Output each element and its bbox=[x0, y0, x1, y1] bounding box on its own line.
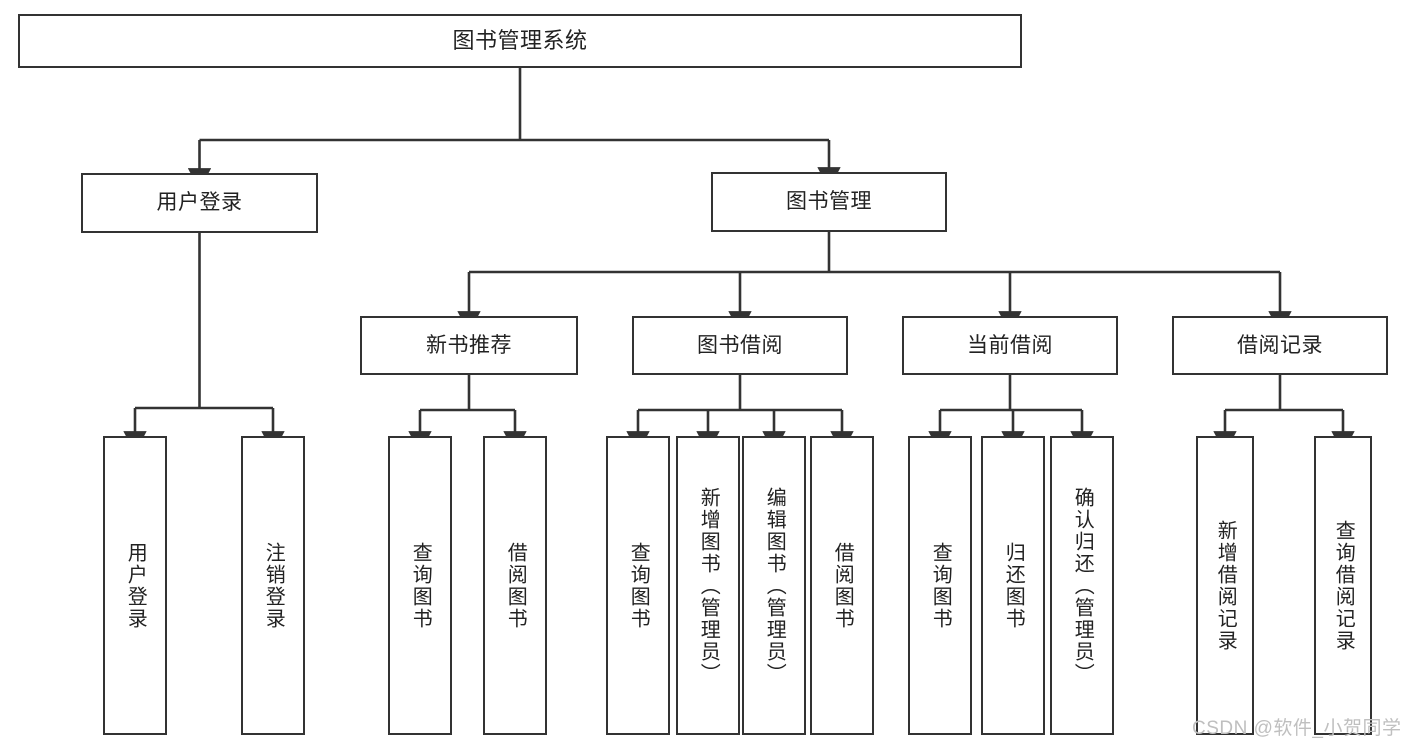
node-l3-record[interactable]: 借阅记录 bbox=[1172, 316, 1388, 375]
node-label: 借阅图书 bbox=[831, 541, 854, 630]
node-root[interactable]: 图书管理系统 bbox=[18, 14, 1022, 68]
node-leaf-user-login[interactable]: 用户登录 bbox=[103, 436, 167, 735]
node-l2-user-login[interactable]: 用户登录 bbox=[81, 173, 318, 233]
node-label: 图书借阅 bbox=[697, 333, 783, 357]
node-label: 图书管理系统 bbox=[452, 27, 588, 53]
node-label: 用户登录 bbox=[156, 191, 243, 215]
node-leaf-bo-query[interactable]: 查询图书 bbox=[606, 436, 670, 735]
node-leaf-nb-query[interactable]: 查询图书 bbox=[388, 436, 452, 735]
node-leaf-cu-confirm[interactable]: 确认归还（管理员） bbox=[1050, 436, 1114, 735]
node-leaf-rec-add[interactable]: 新增借阅记录 bbox=[1196, 436, 1254, 735]
node-label: 注销登录 bbox=[262, 541, 285, 630]
node-leaf-bo-borrow[interactable]: 借阅图书 bbox=[810, 436, 874, 735]
node-label: 新增图书（管理员） bbox=[697, 486, 720, 685]
node-leaf-logout[interactable]: 注销登录 bbox=[241, 436, 305, 735]
node-label: 当前借阅 bbox=[967, 333, 1053, 357]
node-label: 查询图书 bbox=[627, 541, 650, 630]
node-label: 借阅记录 bbox=[1237, 333, 1323, 357]
node-label: 用户登录 bbox=[124, 541, 147, 630]
node-label: 图书管理 bbox=[786, 190, 872, 214]
watermark-text: CSDN @软件_小贺同学 bbox=[1192, 718, 1402, 739]
node-l3-new-book[interactable]: 新书推荐 bbox=[360, 316, 578, 375]
node-label: 查询图书 bbox=[929, 541, 952, 630]
node-label: 新书推荐 bbox=[426, 333, 512, 357]
node-label: 查询图书 bbox=[409, 541, 432, 630]
node-label: 借阅图书 bbox=[504, 541, 527, 630]
node-leaf-cu-query[interactable]: 查询图书 bbox=[908, 436, 972, 735]
node-leaf-cu-return[interactable]: 归还图书 bbox=[981, 436, 1045, 735]
node-leaf-bo-edit[interactable]: 编辑图书（管理员） bbox=[742, 436, 806, 735]
node-label: 编辑图书（管理员） bbox=[763, 486, 786, 685]
node-leaf-rec-query[interactable]: 查询借阅记录 bbox=[1314, 436, 1372, 735]
node-l3-current[interactable]: 当前借阅 bbox=[902, 316, 1118, 375]
node-label: 确认归还（管理员） bbox=[1071, 486, 1094, 685]
node-label: 查询借阅记录 bbox=[1332, 519, 1355, 652]
node-label: 归还图书 bbox=[1002, 541, 1025, 630]
node-label: 新增借阅记录 bbox=[1214, 519, 1237, 652]
node-leaf-nb-borrow[interactable]: 借阅图书 bbox=[483, 436, 547, 735]
node-l3-borrow[interactable]: 图书借阅 bbox=[632, 316, 848, 375]
node-l2-book-manage[interactable]: 图书管理 bbox=[711, 172, 947, 232]
node-leaf-bo-add[interactable]: 新增图书（管理员） bbox=[676, 436, 740, 735]
